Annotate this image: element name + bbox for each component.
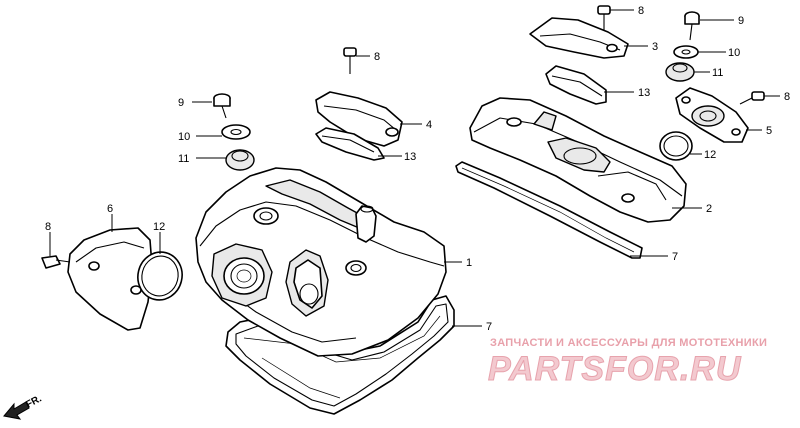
- callout-5: 5: [766, 125, 772, 137]
- callout-7-upper: 7: [672, 251, 678, 263]
- breather-gasket: [315, 127, 385, 161]
- callout-11-left: 11: [178, 153, 189, 165]
- watermark-subtitle: ЗАПЧАСТИ И АКСЕССУАРЫ ДЛЯ МОТОТЕХНИКИ: [490, 337, 767, 349]
- callout-2: 2: [706, 203, 712, 215]
- right-grommet: [665, 62, 695, 82]
- watermark-brand: PARTSFOR.RU: [488, 350, 742, 388]
- leader-lines: [49, 9, 780, 327]
- front-direction-indicator: FR.: [3, 393, 44, 420]
- right-oil-cap-bolt: [684, 11, 700, 41]
- callout-11-right: 11: [712, 67, 723, 79]
- callout-13-top: 13: [638, 87, 650, 99]
- left-side-cover: [67, 227, 153, 331]
- callout-8-left: 8: [45, 221, 51, 233]
- callout-13-middle: 13: [404, 151, 416, 163]
- callout-4: 4: [426, 119, 432, 131]
- rear-cylinder-head-cover: [469, 97, 687, 223]
- right-side-plate: [675, 87, 749, 143]
- watermark: ЗАПЧАСТИ И АКСЕССУАРЫ ДЛЯ МОТОТЕХНИКИ PA…: [488, 337, 767, 389]
- breather-bolt: [343, 47, 357, 74]
- callout-6: 6: [107, 203, 113, 215]
- top-gasket: [545, 65, 607, 105]
- front-arrow-icon: [3, 401, 30, 420]
- left-grommet: [225, 149, 255, 171]
- front-direction-label: FR.: [24, 393, 44, 410]
- front-cylinder-head-cover: [195, 167, 447, 357]
- left-washer: [221, 124, 251, 140]
- callout-12-right: 12: [704, 149, 716, 161]
- callout-8-middle: 8: [374, 51, 380, 63]
- callout-10-right: 10: [728, 47, 740, 59]
- right-bolt: [739, 91, 765, 105]
- callout-7-lower: 7: [486, 321, 492, 333]
- right-washer: [673, 45, 699, 59]
- top-bolt: [597, 5, 611, 30]
- callout-12-left: 12: [153, 221, 165, 233]
- left-bolt: [41, 255, 71, 269]
- callout-1: 1: [466, 257, 472, 269]
- callout-3: 3: [652, 41, 658, 53]
- callout-8-right: 8: [784, 91, 790, 103]
- left-o-ring: [137, 251, 183, 301]
- callout-8-top: 8: [638, 5, 644, 17]
- callout-10-left: 10: [178, 131, 190, 143]
- breather-plate: [315, 91, 403, 147]
- top-cover-plate: [529, 17, 629, 59]
- callout-9-right: 9: [738, 15, 744, 27]
- upper-cover-gasket: [455, 161, 643, 259]
- callout-labels: 1 2 3 4 5 6 7 7 8 8 8 8 9 9 10 10 11 11 …: [45, 5, 790, 333]
- callout-9-left: 9: [178, 97, 184, 109]
- left-oil-cap-bolt: [213, 93, 231, 119]
- right-o-ring: [659, 131, 693, 161]
